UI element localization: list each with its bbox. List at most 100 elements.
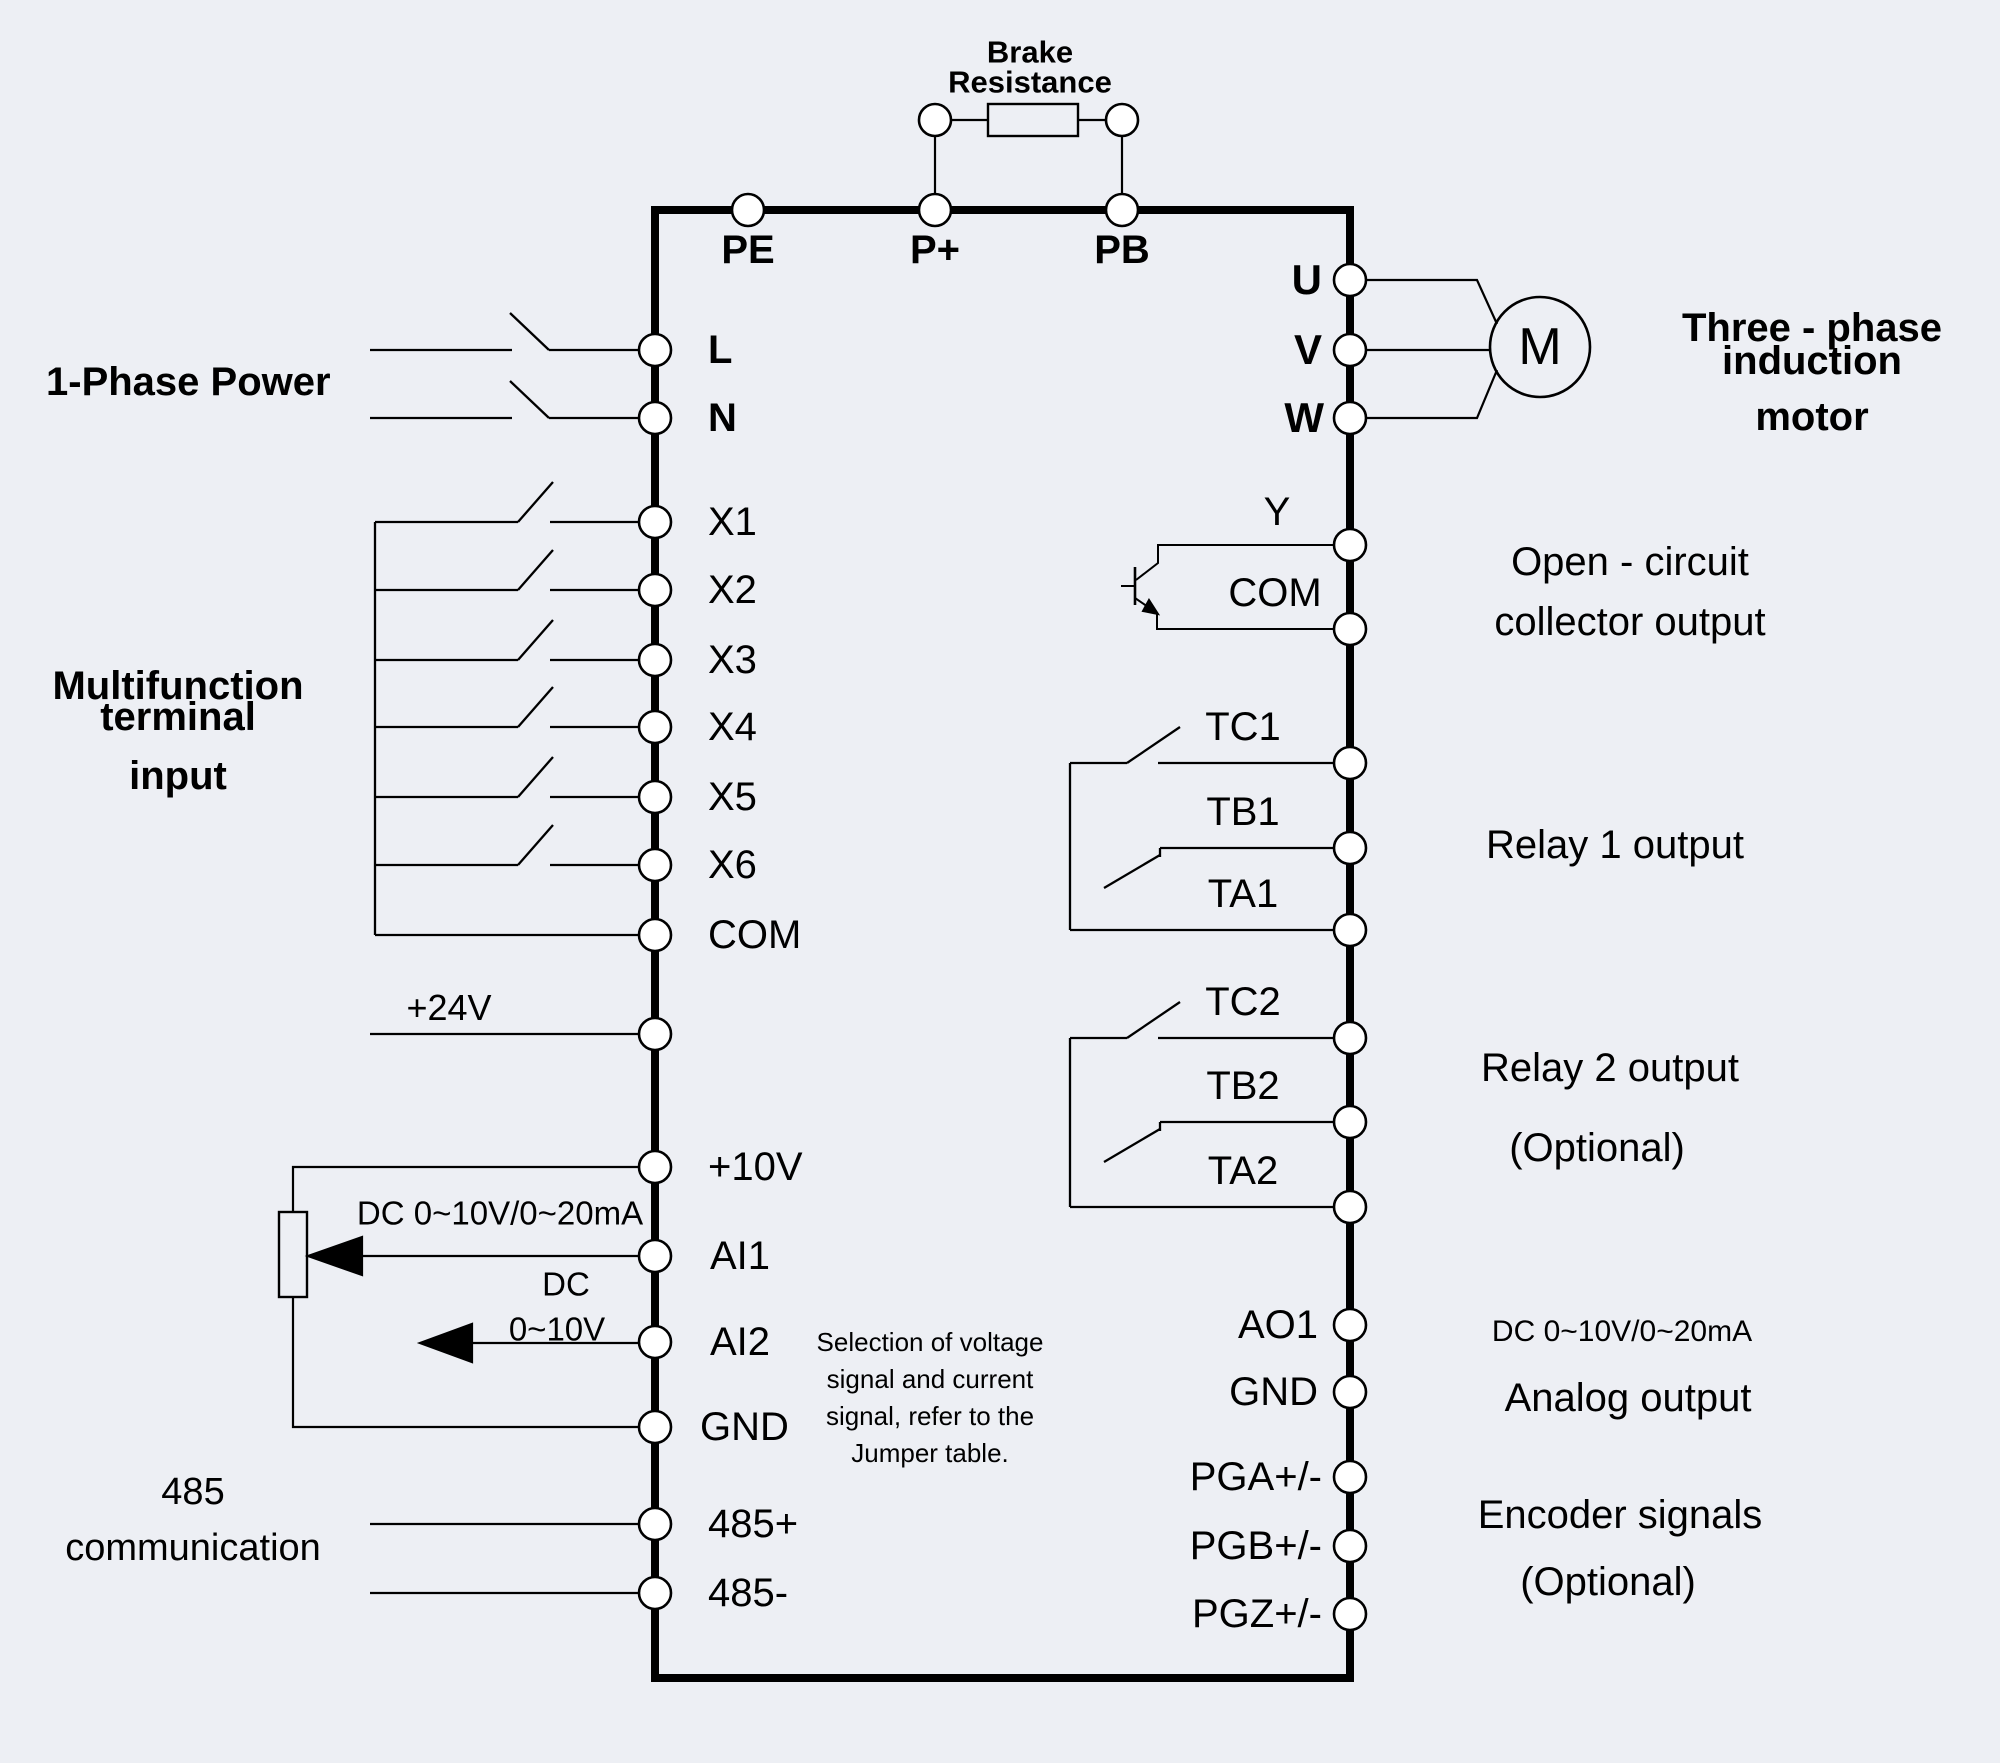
jumper-note-line2: signal and current bbox=[826, 1364, 1034, 1394]
terminal-PGB bbox=[1332, 1528, 1368, 1564]
terminal-label-TA2: TA2 bbox=[1207, 1149, 1279, 1193]
terminal-TB1 bbox=[1332, 830, 1368, 866]
terminal-TA2 bbox=[1332, 1189, 1368, 1225]
terminal-label-X2: X2 bbox=[708, 568, 757, 612]
terminal-10V bbox=[637, 1149, 673, 1185]
terminal-label-10V: +10V bbox=[708, 1145, 803, 1189]
comm485-label-line2: communication bbox=[65, 1527, 321, 1569]
relay2-caption-line1: Relay 2 output bbox=[1481, 1046, 1739, 1090]
comm-485-wires bbox=[370, 1522, 639, 1595]
terminal-TB2 bbox=[1332, 1104, 1368, 1140]
ai2-arrow bbox=[416, 1322, 474, 1364]
terminal-label-PE: PE bbox=[721, 228, 775, 272]
ai2-signal-label-line1: DC bbox=[542, 1265, 590, 1303]
terminal-X2 bbox=[637, 572, 673, 608]
multifunction-label-line3: input bbox=[129, 754, 227, 798]
switch-blade-N bbox=[509, 380, 550, 419]
jumper-note-line4: Jumper table. bbox=[851, 1438, 1009, 1468]
switch-blade-L bbox=[509, 312, 550, 351]
terminal-TC1 bbox=[1332, 745, 1368, 781]
terminal-label-AI1: AI1 bbox=[710, 1234, 771, 1278]
terminal-label-COM-right: COM bbox=[1228, 571, 1322, 615]
ai2-signal-label-line2: 0~10V bbox=[508, 1310, 606, 1348]
terminal-label-W: W bbox=[1284, 394, 1324, 441]
terminal-label-U: U bbox=[1291, 256, 1322, 303]
power-input-switches bbox=[370, 312, 639, 420]
terminal-label-X6: X6 bbox=[708, 843, 757, 887]
terminal-X3 bbox=[637, 642, 673, 678]
terminal-W bbox=[1332, 400, 1368, 436]
motor-caption-line3: motor bbox=[1755, 395, 1869, 439]
jumper-note-line1: Selection of voltage bbox=[816, 1327, 1044, 1357]
terminal-label-PGA: PGA+/- bbox=[1189, 1455, 1322, 1499]
terminal-label-X5: X5 bbox=[708, 775, 757, 819]
terminal-label-TB2: TB2 bbox=[1206, 1064, 1280, 1108]
terminal-label-485-plus: 485+ bbox=[708, 1502, 799, 1546]
terminal-brake-right bbox=[1104, 102, 1140, 138]
terminal-label-X4: X4 bbox=[708, 705, 757, 749]
terminal-24V bbox=[637, 1016, 673, 1052]
terminal-X5 bbox=[637, 779, 673, 815]
relay1-caption: Relay 1 output bbox=[1486, 823, 1744, 867]
encoder-caption-line1: Encoder signals bbox=[1477, 1493, 1763, 1537]
terminal-PE bbox=[730, 192, 766, 228]
phase-power-label: 1-Phase Power bbox=[46, 360, 331, 404]
brake-resistance-label-line1: Brake bbox=[986, 34, 1074, 70]
motor-m-label: M bbox=[1518, 318, 1562, 376]
terminal-COM-left bbox=[637, 917, 673, 953]
terminal-label-TC1: TC1 bbox=[1205, 705, 1281, 749]
jumper-note-line3: signal, refer to the bbox=[825, 1401, 1035, 1431]
terminal-label-AO1: AO1 bbox=[1237, 1303, 1318, 1347]
comm485-label-line1: 485 bbox=[161, 1471, 225, 1513]
terminal-label-PB: PB bbox=[1094, 228, 1150, 272]
brake-resistor-symbol bbox=[986, 102, 1080, 138]
motor-caption-line2: induction bbox=[1722, 339, 1902, 383]
terminal-label-V: V bbox=[1293, 326, 1322, 373]
terminal-X1 bbox=[637, 504, 673, 540]
transistor-emitter-arrow bbox=[1141, 598, 1161, 616]
terminal-label-P-plus: P+ bbox=[909, 228, 961, 272]
terminal-label-485-minus: 485- bbox=[708, 1571, 789, 1615]
terminal-label-GND-left: GND bbox=[700, 1405, 789, 1449]
open-collector-caption-line2: collector output bbox=[1494, 600, 1766, 644]
motor-circuit bbox=[1366, 278, 1592, 420]
terminal-label-N: N bbox=[708, 396, 737, 440]
relay1-tb-blade bbox=[1103, 854, 1161, 889]
open-collector-transistor bbox=[1121, 544, 1334, 630]
open-collector-caption-line1: Open - circuit bbox=[1511, 540, 1749, 584]
terminal-485-minus bbox=[637, 1575, 673, 1611]
analog-out-signal-label: DC 0~10V/0~20mA bbox=[1491, 1315, 1753, 1348]
terminal-AO1 bbox=[1332, 1307, 1368, 1343]
terminal-TC2 bbox=[1332, 1020, 1368, 1056]
terminal-label-X1: X1 bbox=[708, 500, 757, 544]
terminal-TA1 bbox=[1332, 912, 1368, 948]
analog-out-caption: Analog output bbox=[1504, 1376, 1752, 1420]
brake-resistance-label-line2: Resistance bbox=[948, 64, 1112, 100]
terminal-V bbox=[1332, 332, 1368, 368]
terminal-label-TC2: TC2 bbox=[1205, 980, 1281, 1024]
multifunction-switches bbox=[373, 481, 639, 937]
terminal-X6 bbox=[637, 847, 673, 883]
terminal-X4 bbox=[637, 709, 673, 745]
relay2-contacts bbox=[1068, 1001, 1334, 1209]
encoder-caption-line2: (Optional) bbox=[1520, 1560, 1696, 1604]
terminal-label-X3: X3 bbox=[708, 638, 757, 682]
terminal-label-GND-right: GND bbox=[1229, 1370, 1318, 1414]
potentiometer-circuit bbox=[277, 1165, 639, 1429]
terminal-label-PGZ: PGZ+/- bbox=[1191, 1592, 1322, 1636]
terminal-485-plus bbox=[637, 1506, 673, 1542]
terminal-label-Y: Y bbox=[1263, 490, 1291, 534]
terminal-label-COM-left: COM bbox=[708, 913, 802, 957]
relay1-contacts bbox=[1068, 726, 1334, 932]
relay2-tc-blade bbox=[1126, 1001, 1181, 1039]
terminal-U bbox=[1332, 262, 1368, 298]
terminal-PGA bbox=[1332, 1459, 1368, 1495]
terminal-P-plus bbox=[917, 192, 953, 228]
terminal-L bbox=[637, 332, 673, 368]
motor-caption-line1: Three - phase bbox=[1681, 306, 1943, 350]
terminal-GND-left bbox=[637, 1409, 673, 1445]
terminal-PGZ bbox=[1332, 1596, 1368, 1632]
multifunction-label-line2: terminal bbox=[100, 695, 256, 739]
